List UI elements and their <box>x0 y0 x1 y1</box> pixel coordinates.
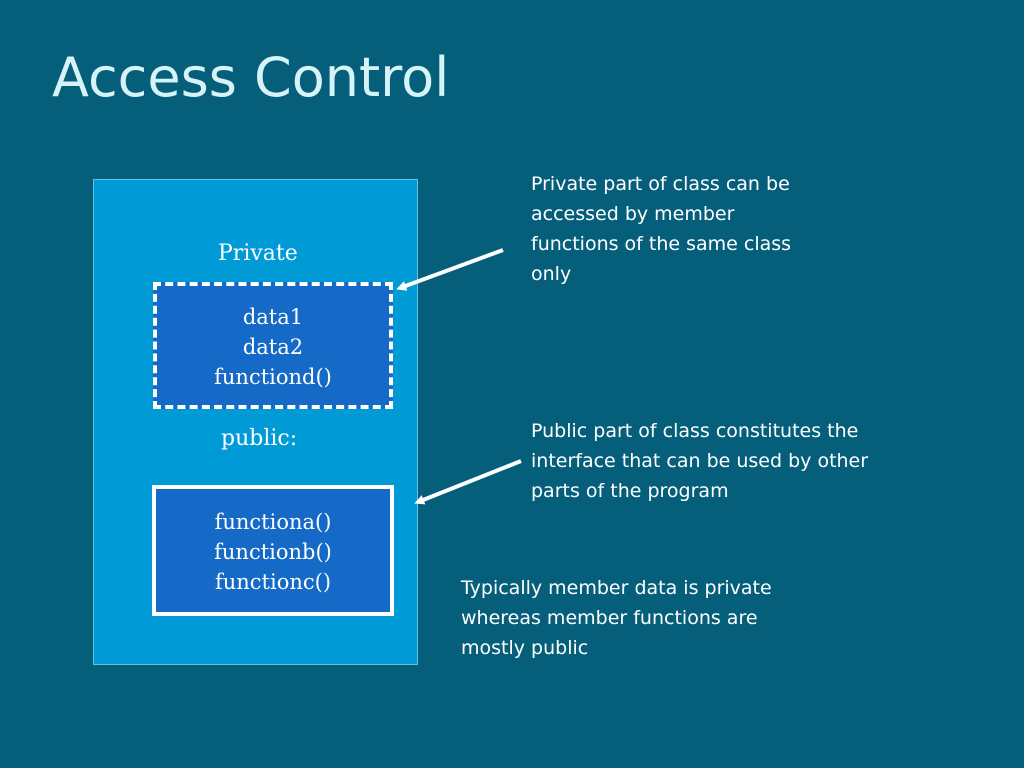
public-members-box: functiona() functionb() functionc() <box>152 485 394 616</box>
private-member-data1: data1 <box>242 305 304 329</box>
public-arrow <box>414 459 522 505</box>
private-members-box: data1 data2 functiond() <box>153 282 393 409</box>
private-note: Private part of class can be accessed by… <box>531 173 792 285</box>
public-member-functionb: functionb() <box>214 540 332 564</box>
public-section-label: public: <box>221 426 298 451</box>
typical-note: Typically member data is private whereas… <box>461 577 772 659</box>
public-member-list: functiona() functionb() functionc() <box>156 507 390 597</box>
private-member-functiond: functiond() <box>214 365 332 389</box>
public-note: Public part of class constitutes the int… <box>531 420 869 502</box>
public-member-functionc: functionc() <box>214 570 332 594</box>
slide-title: Access Control <box>52 46 450 109</box>
private-member-data2: data2 <box>242 335 304 359</box>
private-member-list: data1 data2 functiond() <box>157 302 389 392</box>
public-member-functiona: functiona() <box>214 510 332 534</box>
private-section-label: Private <box>218 241 298 266</box>
